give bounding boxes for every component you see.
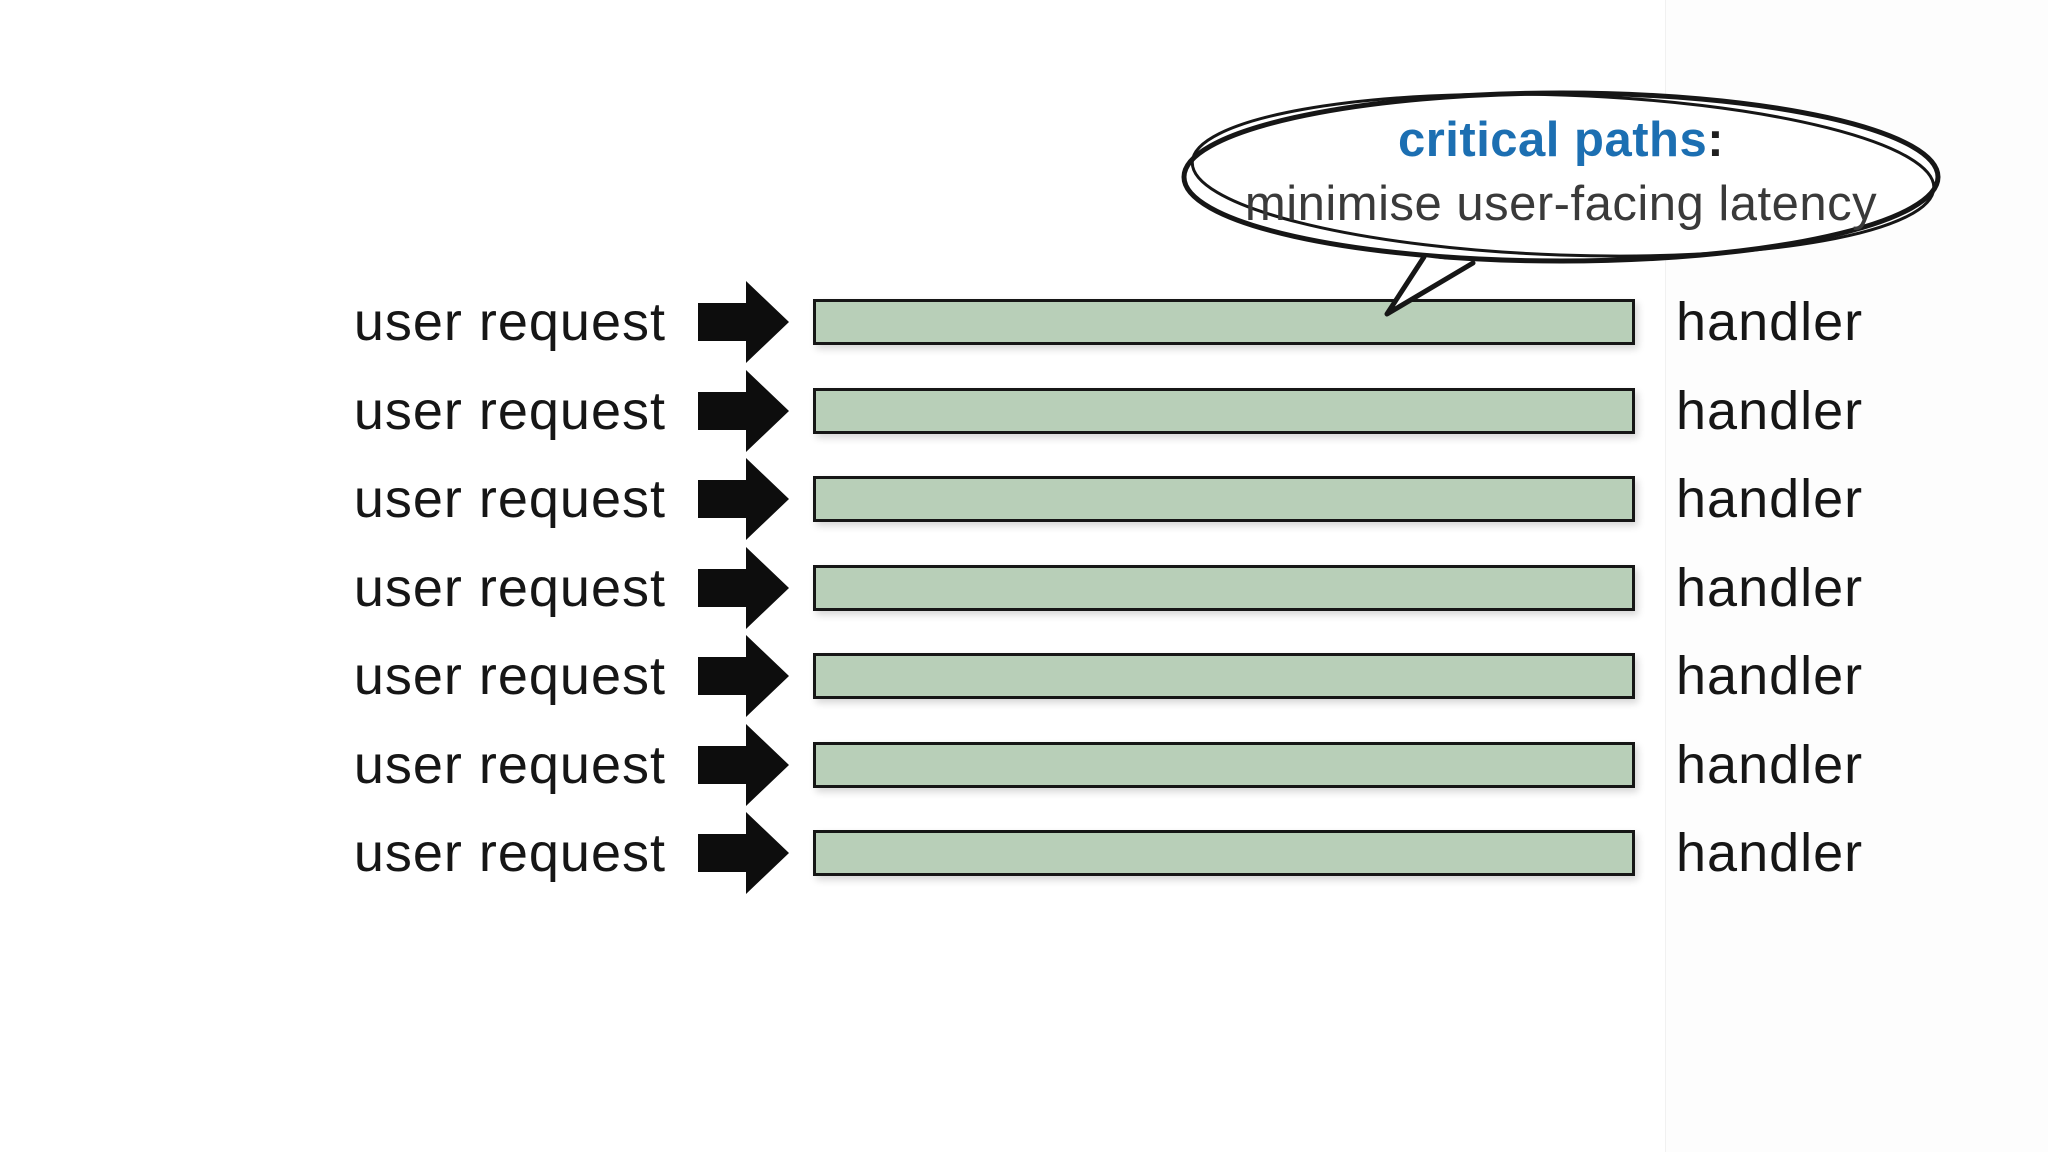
row: user request handler <box>0 367 2048 455</box>
request-arrow-icon <box>698 458 789 540</box>
user-request-label: user request <box>353 469 666 529</box>
speech-bubble-outline <box>1181 90 1941 264</box>
request-arrow-icon <box>698 812 789 894</box>
handler-label: handler <box>1676 734 1864 795</box>
bubble-subtitle: minimise user-facing latency <box>1244 177 1878 231</box>
user-request-label: user request <box>353 646 666 706</box>
user-request-label: user request <box>353 823 666 883</box>
speech-bubble-outline-sketch <box>1190 92 1936 258</box>
user-request-label: user request <box>353 380 666 441</box>
request-arrow-icon <box>698 546 789 629</box>
row: user request handler <box>0 632 2048 720</box>
critical-path-bar <box>813 830 1635 876</box>
handler-label: handler <box>1676 469 1864 529</box>
handler-label: handler <box>1676 823 1864 883</box>
user-request-label: user request <box>353 734 666 795</box>
row: user request handler <box>0 809 2048 897</box>
critical-path-bar <box>813 741 1635 788</box>
row: user request handler <box>0 278 2048 366</box>
critical-path-bar <box>813 564 1635 611</box>
row: user request handler <box>0 544 2048 632</box>
bubble-title-text: critical paths <box>1397 113 1708 167</box>
critical-path-bar <box>813 653 1635 699</box>
speech-bubble <box>1181 90 1941 317</box>
critical-path-bar <box>813 476 1635 522</box>
bubble-title-colon: : <box>1707 113 1725 167</box>
row: user request handler <box>0 455 2048 543</box>
request-arrow-icon <box>698 723 789 806</box>
handler-label: handler <box>1676 557 1864 618</box>
request-arrow-icon <box>698 635 789 717</box>
bubble-title: critical paths: <box>1181 112 1941 168</box>
speech-bubble-tail <box>1384 254 1476 317</box>
user-request-label: user request <box>353 292 666 352</box>
user-request-label: user request <box>353 557 666 618</box>
critical-path-bar <box>813 387 1635 434</box>
handler-label: handler <box>1676 380 1864 441</box>
row: user request handler <box>0 721 2048 809</box>
request-arrow-icon <box>698 369 789 452</box>
critical-path-bar <box>813 299 1635 345</box>
request-arrow-icon <box>698 281 789 363</box>
handler-label: handler <box>1676 292 1864 352</box>
handler-label: handler <box>1676 646 1864 706</box>
